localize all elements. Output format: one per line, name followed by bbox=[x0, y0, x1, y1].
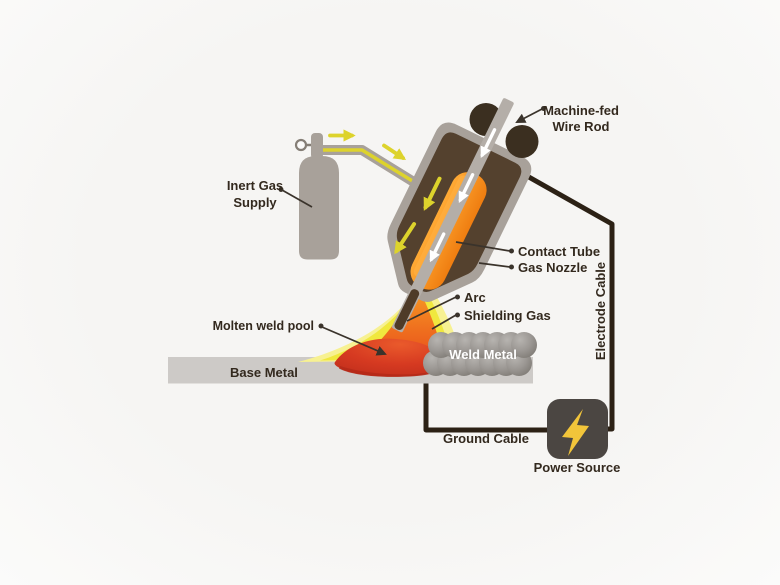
contact-tube-label: Contact Tube bbox=[518, 244, 600, 259]
leader-gas-nozzle bbox=[478, 262, 511, 268]
wire-feed-roller bbox=[505, 125, 539, 158]
weld-metal-label: Weld Metal bbox=[449, 347, 517, 362]
wire-feed-arrow-icon bbox=[480, 128, 497, 159]
gas-hose-flow-stripe bbox=[318, 148, 438, 198]
inert-gas-supply-label: Supply bbox=[233, 195, 277, 210]
leader-inert-gas bbox=[281, 189, 313, 208]
cylinder-valve-neck bbox=[311, 133, 323, 159]
molten-weld-pool-label: Molten weld pool bbox=[213, 319, 314, 333]
leader-machine-fed bbox=[515, 108, 543, 123]
shielding-gas-label: Shielding Gas bbox=[464, 308, 551, 323]
inert-gas-cylinder bbox=[294, 133, 339, 260]
leader-contact-tube bbox=[455, 241, 511, 252]
wire-feed-arrow-icon bbox=[458, 173, 475, 203]
electrode-cable bbox=[494, 156, 615, 432]
wire-feed-arrow-icon bbox=[429, 232, 446, 263]
arc-label: Arc bbox=[464, 290, 486, 305]
leader-arc bbox=[406, 296, 457, 322]
inert-gas-supply-label: Inert Gas bbox=[227, 178, 283, 193]
pressure-gauge-icon bbox=[294, 138, 308, 152]
gas-flow-arrow-icon bbox=[382, 143, 407, 161]
machine-fed-wire-rod-label: Machine-fed bbox=[543, 103, 619, 118]
gas-flow-arrow-icon bbox=[394, 222, 417, 255]
leader-lines bbox=[281, 108, 543, 356]
weld-metal-bead bbox=[423, 332, 537, 376]
cylinder-body bbox=[299, 156, 339, 260]
leader-dots bbox=[278, 106, 546, 329]
gas-flow-arrow-icon bbox=[423, 176, 442, 211]
electrode-cable-label: Electrode Cable bbox=[593, 262, 608, 360]
base-metal-label: Base Metal bbox=[230, 365, 298, 380]
power-source-label: Power Source bbox=[534, 460, 621, 475]
ground-cable bbox=[423, 380, 551, 433]
power-source-box bbox=[547, 399, 608, 459]
molten-weld-pool bbox=[334, 338, 445, 377]
leader-shielding-gas bbox=[431, 314, 457, 330]
wire-electrode-group bbox=[392, 98, 514, 333]
ground-cable-label: Ground Cable bbox=[443, 431, 529, 446]
lightning-bolt-icon bbox=[562, 409, 589, 456]
leader-molten-pool bbox=[321, 326, 387, 356]
gas-nozzle-label: Gas Nozzle bbox=[518, 260, 587, 275]
machine-fed-wire-rod-label: Wire Rod bbox=[553, 119, 610, 134]
molten-weld-pool-shadow bbox=[339, 362, 445, 377]
wire-electrode-tip bbox=[394, 289, 420, 330]
